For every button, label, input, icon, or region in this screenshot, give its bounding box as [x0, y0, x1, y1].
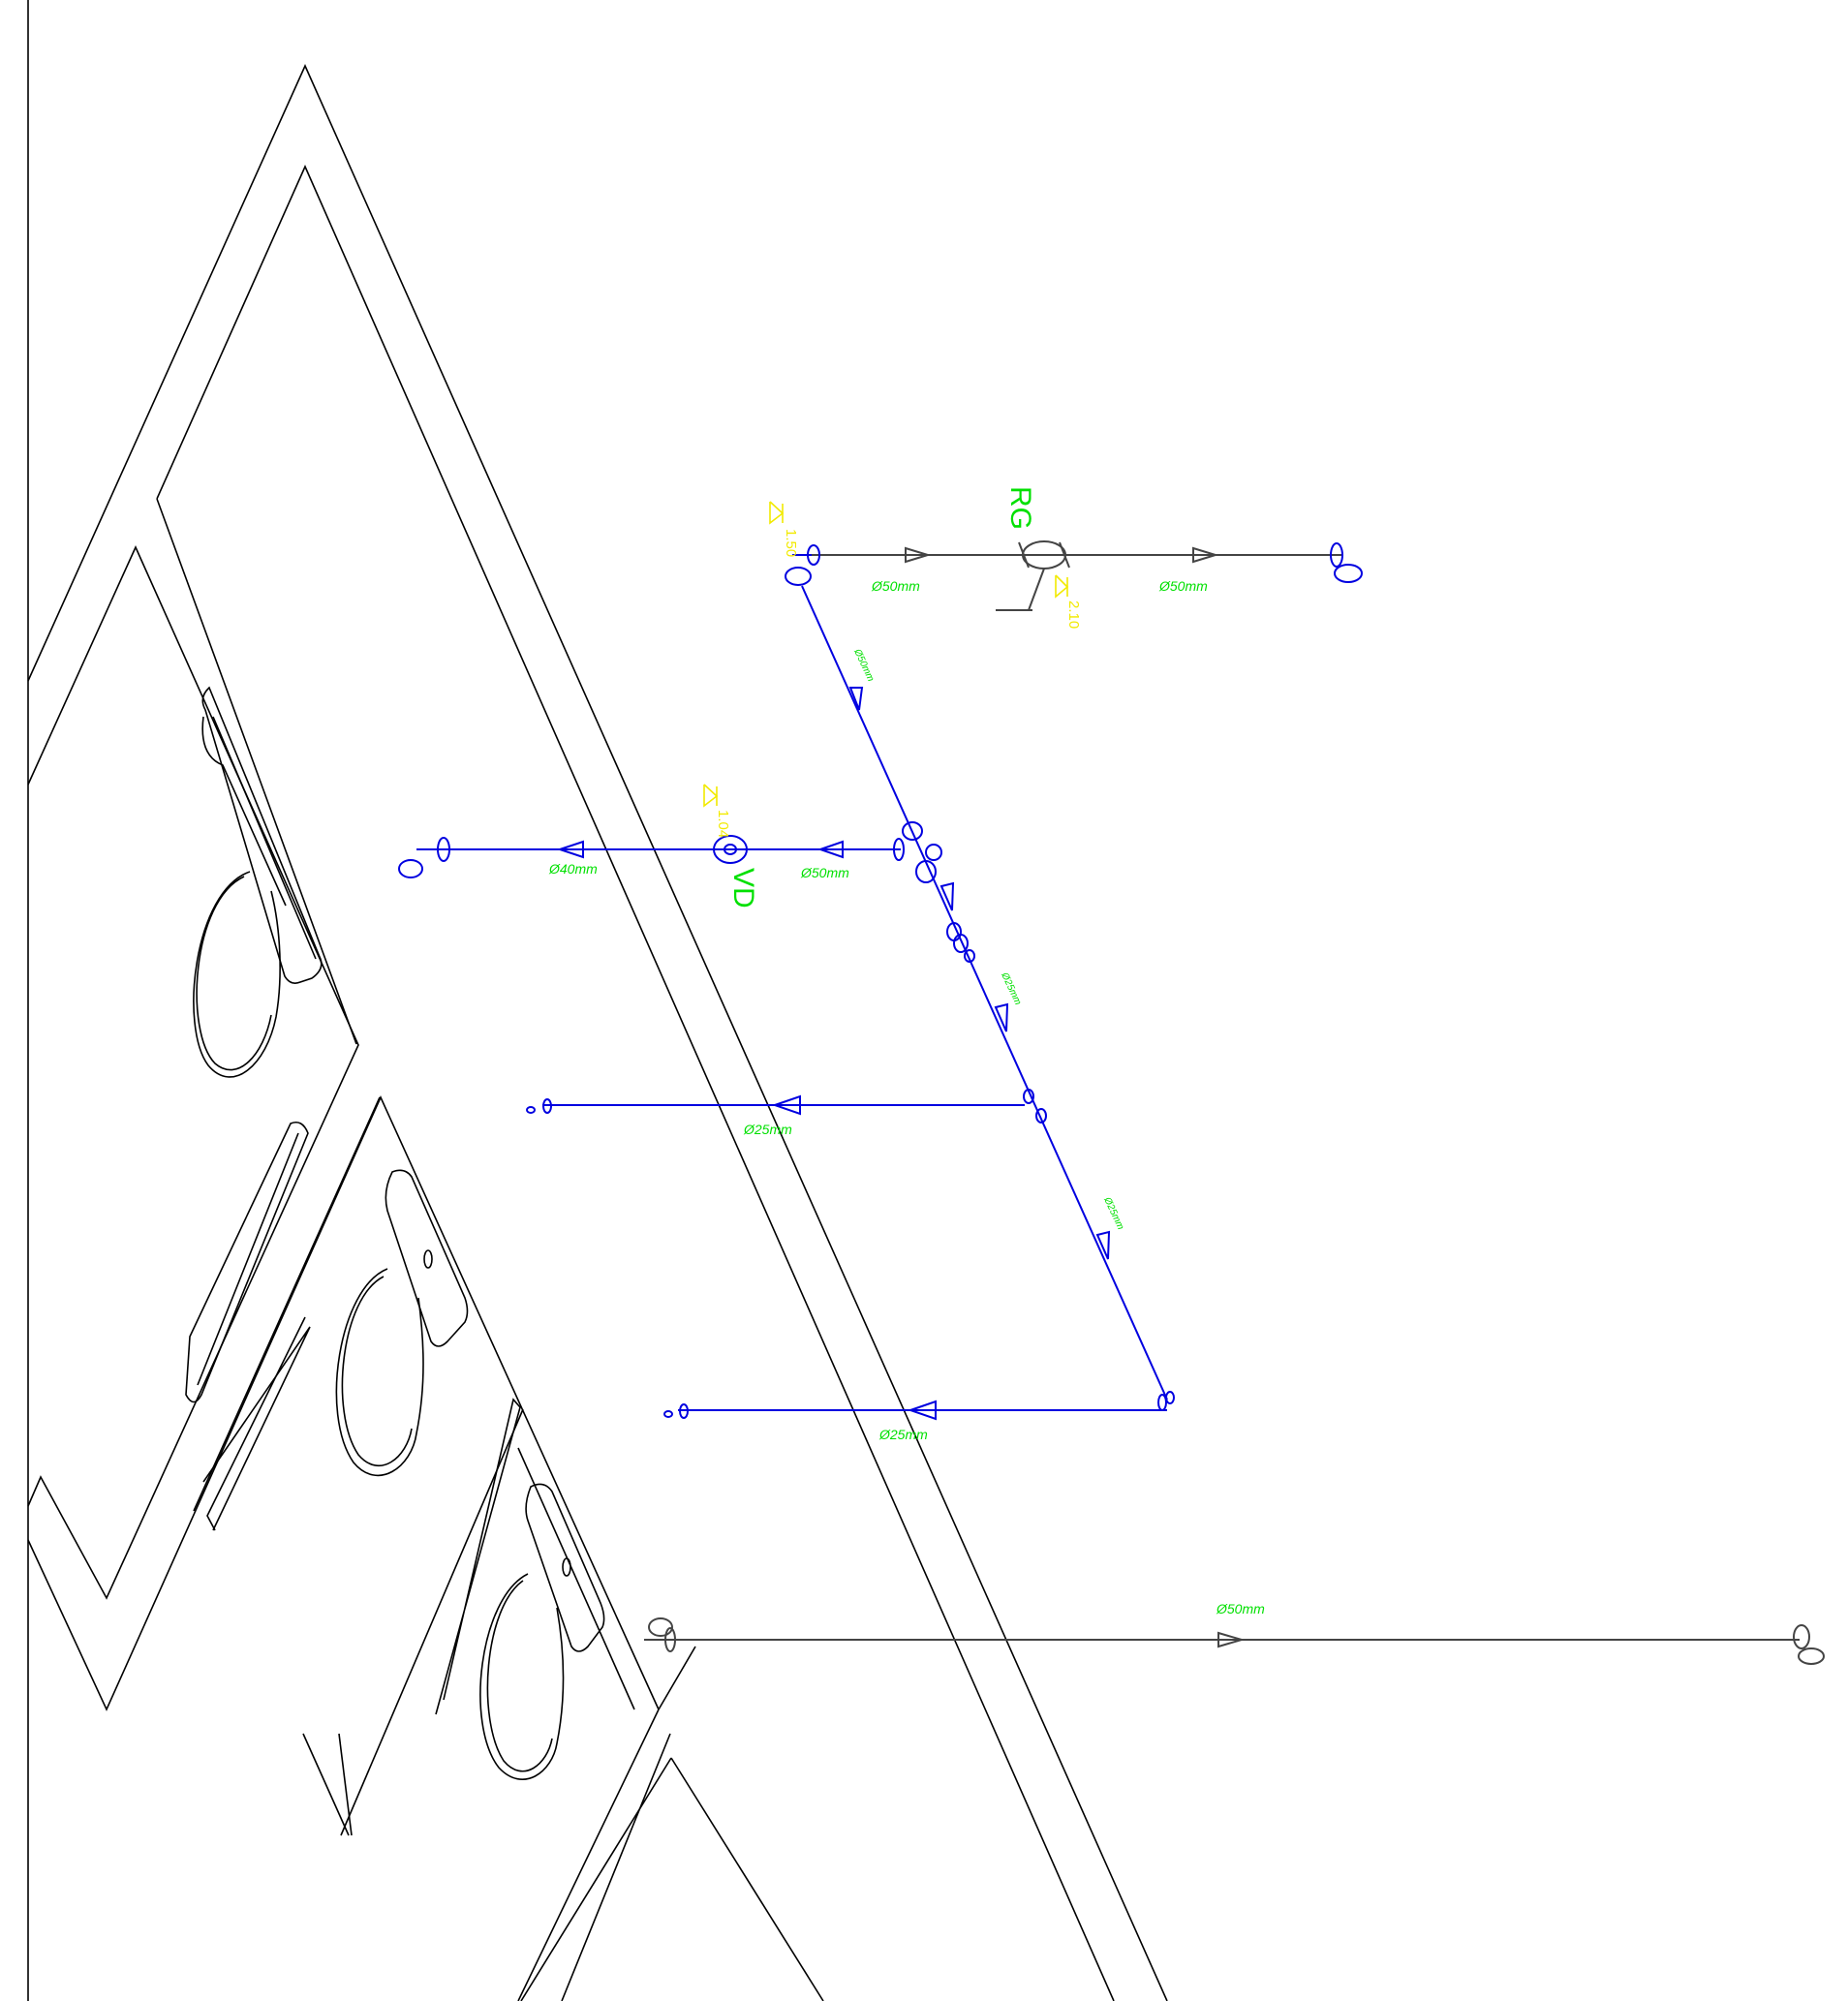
toilet-3 [479, 1483, 605, 1780]
flow-arrow [771, 1094, 801, 1116]
level-marker-rg: 2.10 [1055, 574, 1082, 629]
flow-arrow [1095, 1230, 1111, 1260]
level-top-left-text: 1.50 [783, 529, 799, 557]
counter-slab [185, 686, 524, 1836]
flow-arrow [907, 1400, 937, 1421]
level-marker-top-left: 1.50 [769, 501, 799, 557]
flow-arrow [939, 881, 955, 911]
pipe-label-branch-2: Ø25mm [878, 1427, 928, 1442]
toilet-3-flush-button [562, 1557, 571, 1577]
pipe-label-vd-left: Ø40mm [548, 861, 598, 877]
flow-arrow [848, 687, 864, 711]
pipe-label-diag-mid: Ø25mm [999, 970, 1023, 1007]
flow-arrow [905, 546, 932, 564]
pipe-label-top-right: Ø50mm [1158, 578, 1208, 594]
flow-arrow [1217, 1631, 1246, 1648]
toilet-2-flush-button [423, 1249, 433, 1269]
pipe-label-bottom-run: Ø50mm [1216, 1601, 1265, 1616]
pipe-label-diag-upper: Ø50mm [851, 647, 876, 684]
pipe-label-top-left: Ø50mm [871, 578, 920, 594]
flow-arrow [556, 840, 584, 859]
flow-arrow [816, 840, 844, 859]
pipe-label-diag-lower: Ø25mm [1101, 1195, 1125, 1232]
vd-floor-drain-symbol [713, 835, 748, 864]
pipe-network-blue [398, 542, 1363, 1421]
flow-arrow [994, 1002, 1009, 1032]
vd-label: VD [727, 868, 759, 908]
flow-arrow [1192, 546, 1219, 564]
building-outline [27, 64, 1168, 2001]
level-marker-vd: 1.04 [703, 784, 731, 838]
pipe-label-branch-1: Ø25mm [743, 1122, 792, 1137]
vd-level-text: 1.04 [715, 810, 731, 838]
toilet-2 [335, 1169, 469, 1476]
rg-level-text: 2.10 [1065, 600, 1082, 629]
pipe-label-vd-right: Ø50mm [800, 865, 849, 880]
toilet-1 [193, 716, 287, 1078]
pipe-top-run-grey [812, 540, 1341, 611]
pipe-bottom-run-grey [644, 1617, 1825, 1665]
rg-label: RG [1004, 486, 1036, 530]
